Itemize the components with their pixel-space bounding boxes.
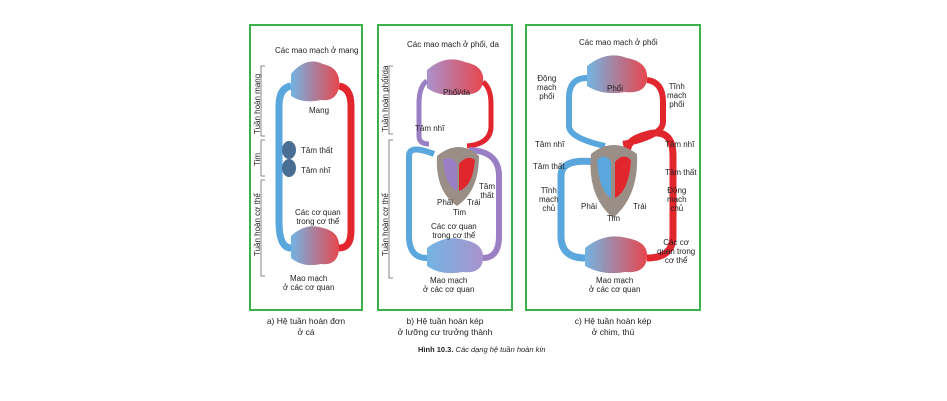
label-gill-capillaries: Các mao mạch ở mang [275, 46, 359, 55]
body-capillaries [427, 238, 484, 274]
side-label-heart: Tim [253, 152, 262, 166]
lung-skin-capillaries [427, 59, 484, 96]
label-gills: Mang [309, 106, 330, 115]
label-ventricle-left-side: Tâm thất [665, 168, 697, 177]
label-heart: Tim [607, 214, 621, 223]
body-capillaries [585, 236, 648, 274]
label-atrium: Tâm nhĩ [301, 166, 331, 175]
body-capillaries [291, 226, 340, 266]
label-atrium: Tâm nhĩ [415, 124, 445, 133]
label-ventricle-right-side: Tâm thất [533, 162, 565, 171]
label-lung-skin: Phổi/da [443, 88, 471, 97]
vein-vessel [275, 82, 292, 252]
label-atrium-left-side: Tâm nhĩ [665, 140, 695, 149]
lung-capillaries [587, 55, 648, 94]
four-chamber-heart [590, 145, 638, 218]
side-label-body-circulation: Tuần hoàn cơ thể [253, 193, 262, 256]
label-lungs: Phổi [607, 84, 624, 93]
label-right: Phải [581, 202, 598, 211]
gill-capillaries [291, 61, 340, 102]
artery-vessel [338, 82, 355, 252]
fish-heart [282, 141, 296, 177]
side-label-gill-circulation: Tuần hoàn mang [253, 73, 262, 134]
figure-caption: Hình 10.3. Các dạng hệ tuần hoàn kín [418, 345, 546, 354]
figure-title: Các dạng hệ tuần hoàn kín [455, 345, 546, 354]
amphibian-circulation-diagram [388, 59, 502, 279]
side-label-body-circulation: Tuần hoàn cơ thể [381, 193, 390, 256]
label-heart: Tim [453, 208, 467, 217]
label-left: Trái [633, 202, 647, 211]
label-ventricle: Tâm thất [301, 146, 333, 155]
label-right: Phải [437, 198, 454, 207]
label-lung-skin-capillaries: Các mao mạch ở phổi, da [407, 40, 499, 49]
fish-circulation-diagram [260, 61, 355, 277]
side-label-pulmonary-circulation: Tuần hoàn phổi/da [381, 65, 390, 132]
label-lung-capillaries: Các mao mạch ở phổi [579, 38, 658, 47]
bird-mammal-circulation-diagram [557, 55, 677, 274]
panel-amphibian-double-circulation: Các mao mạch ở phổi, da Phổi/da Tâm nhĩ … [377, 24, 513, 311]
panel-fish-single-circulation: Các mao mạch ở mang Mang Tâm thất Tâm nh… [249, 24, 363, 311]
label-left: Trái [467, 198, 481, 207]
figure-number: Hình 10.3. [418, 345, 454, 354]
label-atrium-right-side: Tâm nhĩ [535, 140, 565, 149]
